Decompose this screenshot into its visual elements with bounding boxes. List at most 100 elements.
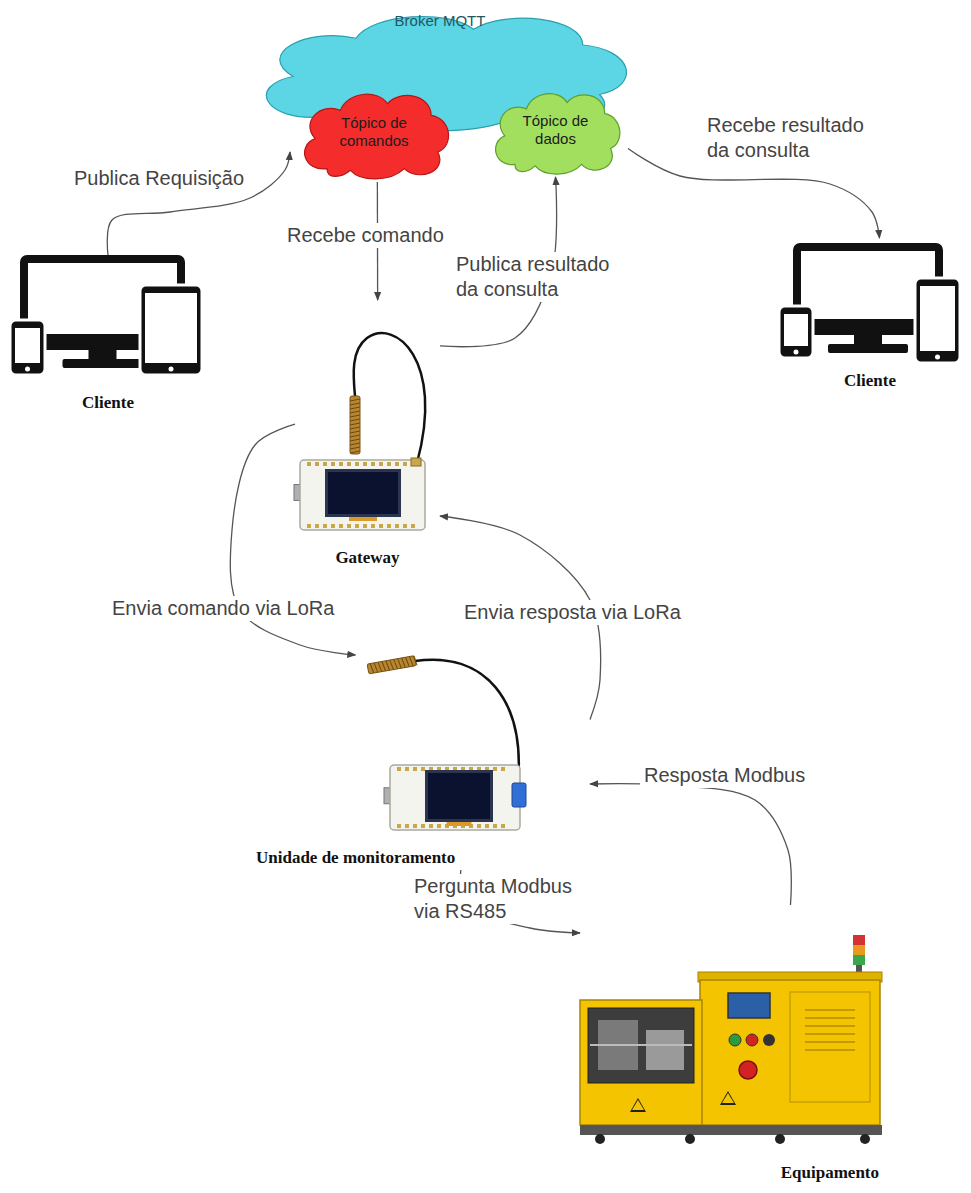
coil-turn <box>386 660 390 670</box>
side-unit-body <box>580 1000 702 1125</box>
coil-turn <box>409 656 413 666</box>
cabinet-door <box>790 992 870 1102</box>
header-pin <box>363 524 367 528</box>
header-pin <box>421 824 425 828</box>
header-pin <box>347 462 351 466</box>
edge-label: Recebe comando <box>283 223 448 248</box>
warning-sign <box>722 1093 734 1103</box>
device-caption: Equipamento <box>781 1163 879 1183</box>
antenna-coil-group <box>350 396 360 454</box>
header-pin <box>323 462 327 466</box>
machine-group <box>580 935 882 1144</box>
coil-turn <box>350 415 360 417</box>
header-pin <box>405 767 409 771</box>
header-pin <box>371 462 375 466</box>
header-pin <box>429 824 433 828</box>
coil-turn <box>402 658 406 668</box>
header-pin <box>371 524 375 528</box>
header-pin <box>355 462 359 466</box>
machine-wheel <box>685 1134 695 1144</box>
client-node: Cliente <box>775 238 965 393</box>
header-pin <box>395 462 399 466</box>
coil-turn <box>350 407 360 409</box>
device-caption: Gateway <box>335 548 399 568</box>
tablet-body <box>140 285 202 375</box>
oled-ribbon <box>447 822 472 826</box>
coil-turn <box>350 423 360 425</box>
monitoring-unit-node: Unidade de monitoramento <box>250 655 590 870</box>
control-screen <box>728 993 770 1018</box>
coil-turn <box>350 439 360 441</box>
header-pin <box>347 524 351 528</box>
internal-part <box>646 1030 684 1070</box>
edge-label: Publica Requisição <box>70 166 248 191</box>
oled-frame <box>425 770 493 822</box>
coil-turn <box>350 443 360 445</box>
tablet-button <box>169 367 174 372</box>
device-caption: Cliente <box>844 371 896 391</box>
antenna-connector <box>411 458 421 466</box>
selector-switch <box>763 1034 775 1046</box>
header-pin <box>363 462 367 466</box>
edge-label: Recebe resultado da consulta <box>703 113 883 163</box>
stop-button <box>746 1034 758 1046</box>
header-pin <box>493 824 497 828</box>
warning-sign <box>632 1100 644 1110</box>
antenna-coil <box>350 396 360 454</box>
edge-label: Pergunta Modbus via RS485 <box>410 874 590 924</box>
connector-arrow <box>590 784 791 905</box>
client-illustration <box>775 238 965 393</box>
monitor-base <box>63 359 143 368</box>
vent-slot <box>805 1009 855 1011</box>
phone-screen <box>784 314 808 346</box>
header-pin <box>307 524 311 528</box>
pcb-board <box>300 460 425 530</box>
start-button <box>729 1034 741 1046</box>
cloud-label: Tópico de dados <box>508 112 604 148</box>
internal-rail <box>590 1044 692 1046</box>
coil-turn <box>398 658 402 668</box>
coil-turn <box>378 662 382 672</box>
antenna-wire <box>354 333 426 463</box>
header-pin <box>493 767 497 771</box>
equipment-node: Equipamento <box>580 905 885 1185</box>
header-pin <box>413 824 417 828</box>
header-pin <box>379 462 383 466</box>
tower-light <box>853 945 865 955</box>
warning-sign <box>630 1098 646 1112</box>
tower-light <box>853 955 865 965</box>
unit-illustration <box>250 655 590 870</box>
cloud-shape <box>305 94 449 179</box>
coil-turn <box>370 663 374 673</box>
header-pin <box>323 524 327 528</box>
header-pin <box>411 524 415 528</box>
cloud-shape <box>496 94 620 174</box>
machine-wheel <box>595 1134 605 1144</box>
coil-turn <box>350 435 360 437</box>
device-caption: Cliente <box>82 393 134 413</box>
phone-screen <box>15 328 40 363</box>
tower-light <box>853 935 865 945</box>
coil-turn <box>406 657 410 667</box>
phone-body <box>10 320 45 375</box>
machine-wheel <box>860 1134 870 1144</box>
header-pin <box>355 524 359 528</box>
header-pin <box>331 524 335 528</box>
coil-turn <box>394 659 398 669</box>
header-pin <box>395 524 399 528</box>
monitor-neck <box>89 350 117 360</box>
coil-turn <box>413 656 417 666</box>
coil-turn <box>350 451 360 453</box>
device-caption: Unidade de monitoramento <box>256 848 455 868</box>
machine-base <box>580 1125 882 1135</box>
phone-body <box>779 306 813 358</box>
coil-turn <box>350 411 360 413</box>
phone-button <box>25 367 30 372</box>
header-pin <box>437 824 441 828</box>
monitor-base <box>828 344 908 353</box>
coil-turn <box>350 427 360 429</box>
topic-cloud: Tópico de dados <box>483 82 628 177</box>
client-node: Cliente <box>8 255 208 415</box>
gateway-node: Gateway <box>295 300 440 570</box>
